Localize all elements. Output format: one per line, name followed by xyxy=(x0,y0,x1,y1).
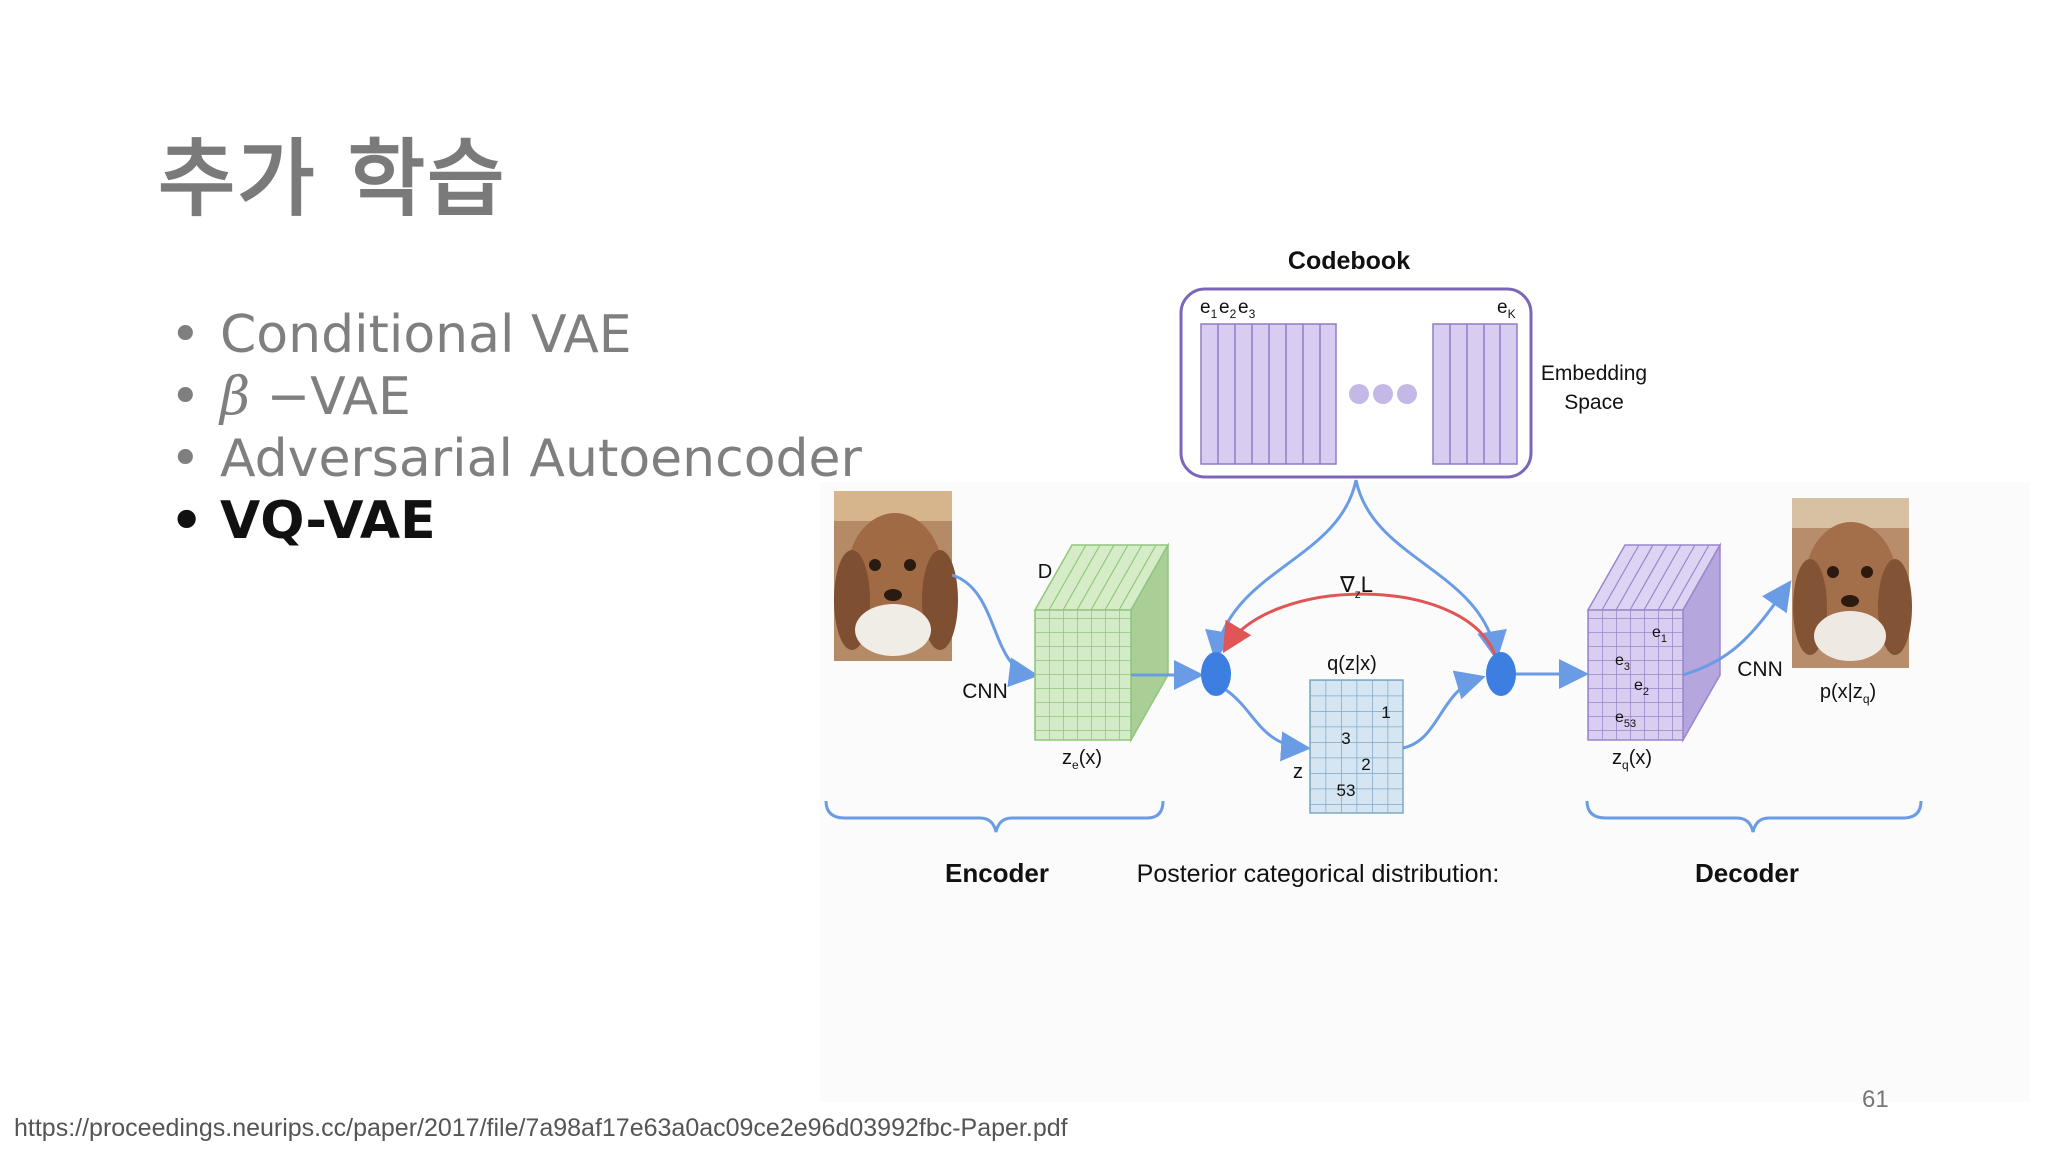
bullet-dot: • xyxy=(170,305,201,365)
embedding-space-label-2: Space xyxy=(1564,391,1624,414)
bullet-item-conditional-vae: • Conditional VAE xyxy=(170,304,862,366)
decoder-e53-label: e53 xyxy=(1615,709,1636,730)
codebook-vectors-left xyxy=(1200,323,1337,465)
bullet-item-adversarial-autoencoder: • Adversarial Autoencoder xyxy=(170,428,862,490)
codebook-eK-label: eK xyxy=(1497,297,1516,321)
ellipsis-dots-icon xyxy=(1349,384,1417,404)
decoder-label: Decoder xyxy=(1695,858,1799,888)
source-url: https://proceedings.neurips.cc/paper/201… xyxy=(14,1114,1068,1142)
node-to-distribution-arrow xyxy=(1225,688,1311,762)
codebook-vectors-right xyxy=(1432,323,1518,465)
decoder-e3-label: e3 xyxy=(1615,652,1630,673)
decoder-latent-cube xyxy=(1586,542,1722,743)
quantize-input-node xyxy=(1201,652,1231,696)
codebook-e3-label: e3 xyxy=(1238,297,1256,321)
beta-symbol: β xyxy=(220,367,251,427)
quantize-output-node xyxy=(1486,652,1516,696)
distribution-to-node-arrow xyxy=(1402,670,1486,750)
output-distribution-label: p(x|zq) xyxy=(1820,681,1876,706)
codebook-arrow-right xyxy=(1354,479,1507,661)
bullet-label: Conditional VAE xyxy=(220,305,632,365)
bullet-dot: • xyxy=(170,491,204,551)
grid-value-1: 1 xyxy=(1381,703,1390,722)
ze-label: ze(x) xyxy=(1062,747,1102,772)
depth-d-label: D xyxy=(1038,561,1052,583)
grid-value-3: 3 xyxy=(1341,729,1350,748)
encoder-brace xyxy=(824,800,1165,833)
q-z-x-label: q(z|x) xyxy=(1327,653,1377,675)
bullet-list: • Conditional VAE • β −VAE • Adversarial… xyxy=(170,304,862,552)
gradient-label: ∇zL xyxy=(1339,572,1373,601)
dog-output-image xyxy=(1792,498,1912,668)
encoder-cnn-label: CNN xyxy=(962,680,1008,703)
codebook-e1-label: e1 xyxy=(1200,297,1218,321)
bullet-item-beta-vae: • β −VAE xyxy=(170,366,862,428)
decoder-cnn-arrow xyxy=(1682,580,1792,677)
posterior-label: Posterior categorical distribution: xyxy=(1137,860,1500,888)
encoder-latent-cube xyxy=(1033,542,1170,743)
slide-title: 추가 학습 xyxy=(158,130,507,228)
gradient-arrow xyxy=(1222,592,1497,656)
bullet-item-vq-vae: • VQ-VAE xyxy=(170,490,862,552)
z-label: z xyxy=(1293,761,1303,783)
bullet-label: Adversarial Autoencoder xyxy=(220,429,862,489)
embedding-space-label-1: Embedding xyxy=(1541,362,1647,385)
bullet-dot: • xyxy=(170,367,201,427)
encoder-cnn-arrow xyxy=(951,573,1039,688)
decoder-e1-label: e1 xyxy=(1652,624,1667,645)
decoder-e2-label: e2 xyxy=(1634,677,1649,698)
encoder-label: Encoder xyxy=(945,858,1049,888)
grid-value-53: 53 xyxy=(1337,781,1356,800)
bullet-label: −VAE xyxy=(250,367,411,427)
bullet-dot: • xyxy=(170,429,201,489)
decoder-cnn-label: CNN xyxy=(1737,658,1783,681)
codebook-arrow-left xyxy=(1205,479,1358,661)
zq-label: zq(x) xyxy=(1612,747,1652,772)
codebook-e2-label: e2 xyxy=(1219,297,1237,321)
decoder-brace xyxy=(1585,800,1923,833)
posterior-grid xyxy=(1309,679,1404,814)
dog-input-image xyxy=(834,491,958,661)
page-number: 61 xyxy=(1862,1086,1889,1113)
bullet-label: VQ-VAE xyxy=(220,491,436,551)
grid-value-2: 2 xyxy=(1361,755,1370,774)
codebook-title: Codebook xyxy=(1288,247,1410,275)
